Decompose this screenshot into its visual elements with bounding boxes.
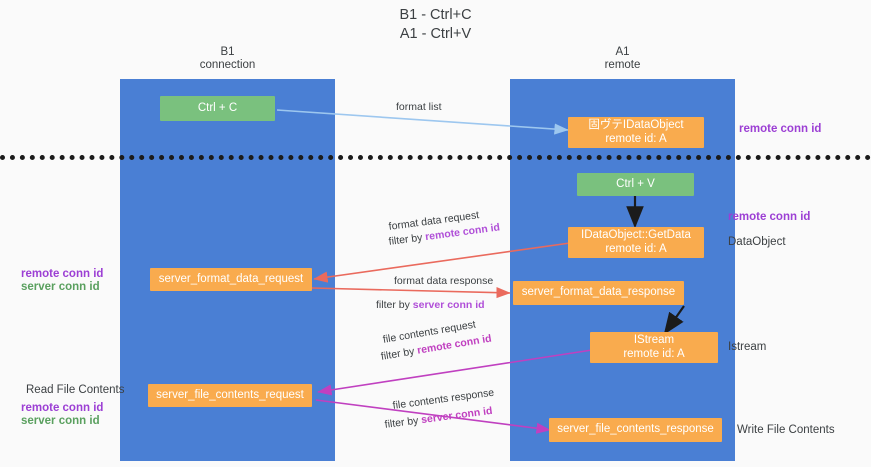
node-idataobject-line2: remote id: A [605,132,667,145]
right-label-write-file-contents: Write File Contents [737,424,835,437]
node-server-format-data-request[interactable]: server_format_data_request [150,268,312,291]
right-label-dataobject: DataObject [728,236,786,249]
edge-label-file-contents-request-filter-prefix: filter by [380,344,419,363]
lane-title-a1-line2: remote [604,59,641,71]
node-idataobject-getdata-line2: remote id: A [605,242,667,255]
edge-label-format-data-response-filter-prefix: filter by [376,299,413,311]
node-ctrl-c[interactable]: Ctrl + C [160,96,275,121]
node-idataobject[interactable]: 固ヴテIDataObject remote id: A [568,117,704,148]
node-istream-line2: remote id: A [623,347,685,360]
right-label-remote-conn-id-mid: remote conn id [728,211,810,224]
node-idataobject-line1: 固ヴテIDataObject [588,119,684,131]
left-label-remote-conn-id-bottom: remote conn id [21,402,103,415]
edge-label-format-data-response-filter-key: server conn id [412,299,485,311]
node-server-format-data-response-label: server_format_data_response [521,286,676,299]
left-label-server-conn-id-bottom: server conn id [21,415,100,428]
node-ctrl-v[interactable]: Ctrl + V [577,173,694,196]
lane-title-b1-line1: B1 [220,46,235,58]
left-label-remote-conn-id-mid: remote conn id [21,268,103,281]
edge-label-format-list-text: format list [396,101,442,113]
lane-title-a1: A1 remote [510,46,735,72]
right-label-dataobject-text: DataObject [728,236,786,248]
lane-title-a1-line1: A1 [615,46,630,58]
lane-title-b1-line2: connection [199,59,256,71]
right-label-remote-conn-id-mid-text: remote conn id [728,211,811,223]
node-server-format-data-response[interactable]: server_format_data_response [513,281,684,305]
diagram-title-line2: A1 - Ctrl+V [399,26,472,42]
node-server-format-data-request-label: server_format_data_request [158,272,304,285]
diagram-title-line1: B1 - Ctrl+C [399,7,472,23]
edge-label-format-data-response-text: format data response [394,275,494,287]
left-label-server-conn-id-mid-text: server conn id [21,281,100,293]
node-idataobject-getdata-line1: IDataObject::GetData [581,229,691,241]
node-ctrl-v-label: Ctrl + V [616,177,655,190]
edge-label-format-list: format list [396,101,442,114]
edge-label-format-data-response-filter: filter by server conn id [376,299,485,312]
diagram-title: B1 - Ctrl+C A1 - Ctrl+V [0,6,871,44]
left-label-read-file-contents-text: Read File Contents [26,384,125,396]
right-label-write-file-contents-text: Write File Contents [737,424,835,436]
node-server-file-contents-request[interactable]: server_file_contents_request [148,384,312,407]
phase-divider [0,155,871,160]
node-istream-line1: IStream [633,334,675,346]
edge-label-format-data-response: format data response [394,275,493,288]
right-label-remote-conn-id-top-text: remote conn id [739,123,822,135]
right-label-remote-conn-id-top: remote conn id [739,123,821,136]
node-server-file-contents-request-label: server_file_contents_request [156,388,304,401]
edge-label-file-contents-response-filter-key: server conn id [420,404,494,427]
node-idataobject-getdata[interactable]: IDataObject::GetData remote id: A [568,227,704,258]
right-label-istream: Istream [728,341,766,354]
node-server-file-contents-response-label: server_file_contents_response [557,423,714,436]
node-istream[interactable]: IStream remote id: A [590,332,718,363]
left-label-remote-conn-id-bottom-text: remote conn id [21,402,104,414]
edge-label-format-data-request-filter-prefix: filter by [388,231,427,248]
lane-title-b1: B1 connection [120,46,335,72]
edge-label-file-contents-response-filter-prefix: filter by [384,414,423,431]
node-server-file-contents-response[interactable]: server_file_contents_response [549,418,722,442]
left-label-server-conn-id-bottom-text: server conn id [21,415,100,427]
left-label-server-conn-id-mid: server conn id [21,281,100,294]
node-ctrl-c-label: Ctrl + C [197,101,238,114]
left-label-read-file-contents: Read File Contents [26,384,124,397]
right-label-istream-text: Istream [728,341,767,353]
left-label-remote-conn-id-mid-text: remote conn id [21,268,104,280]
